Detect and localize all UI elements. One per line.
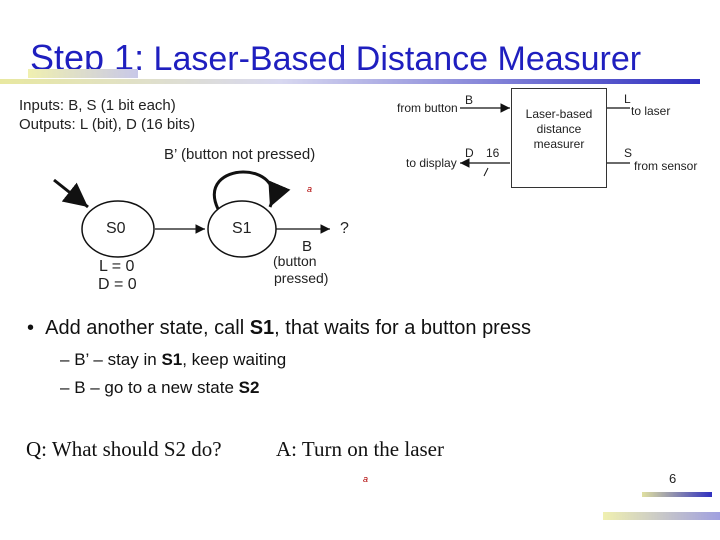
main-bullet-prefix: Add another state, call bbox=[45, 317, 250, 339]
transition-note-1: (button bbox=[273, 253, 317, 269]
to-laser-label: to laser bbox=[631, 104, 671, 118]
self-loop-label: B’ (button not pressed) bbox=[164, 146, 316, 163]
answer-text: A: Turn on the laser bbox=[276, 437, 444, 461]
question-text: Q: What should S2 do? bbox=[26, 437, 222, 461]
to-display-label: to display bbox=[406, 156, 457, 170]
page-number: 6 bbox=[669, 471, 677, 486]
state-s0-label: S0 bbox=[106, 220, 126, 237]
sub1-bold: S1 bbox=[161, 350, 183, 369]
state-s1-label: S1 bbox=[232, 220, 252, 237]
d-port-label: D bbox=[465, 146, 474, 160]
sub-dash-2: – bbox=[60, 378, 75, 397]
initial-arrow bbox=[53, 178, 89, 209]
title-accent-bar-left bbox=[28, 69, 138, 78]
laser-measurer-box: Laser-based distance measurer bbox=[511, 88, 607, 188]
marker-top: a bbox=[307, 184, 313, 194]
page-title: Step 1: Laser-Based Distance Measurer bbox=[30, 36, 641, 81]
s0-output-l: L = 0 bbox=[99, 258, 135, 275]
footer-accent-bar bbox=[642, 492, 712, 497]
main-bullet-bold: S1 bbox=[249, 317, 275, 339]
s-port-label: S bbox=[624, 146, 633, 160]
box-label: Laser-based distance measurer bbox=[525, 107, 593, 151]
main-bullet: • Add another state, call S1, that waits… bbox=[27, 317, 531, 340]
title-main: Laser-Based Distance Measurer bbox=[144, 40, 642, 78]
main-bullet-suffix: , that waits for a button press bbox=[274, 317, 531, 339]
from-button-label: from button bbox=[397, 101, 458, 115]
transition-note-2: pressed) bbox=[274, 270, 329, 286]
bullet-dot: • bbox=[27, 317, 46, 339]
sub2-prefix: B – go to a new state bbox=[74, 378, 239, 397]
unknown-state-label: ? bbox=[340, 220, 349, 237]
sub1-suffix: , keep waiting bbox=[182, 350, 287, 369]
s0-output-d: D = 0 bbox=[98, 276, 137, 293]
sub-bullet-2: – B – go to a new state S2 bbox=[60, 378, 259, 398]
state-s0-circle bbox=[81, 200, 155, 258]
bus-width-label: 16 bbox=[486, 146, 500, 160]
sub-dash-1: – bbox=[60, 350, 75, 369]
footer-bar bbox=[603, 512, 720, 520]
s1-self-loop bbox=[213, 170, 291, 210]
sub1-prefix: B’ – stay in bbox=[74, 350, 162, 369]
bus-slash bbox=[483, 167, 489, 177]
b-port-label: B bbox=[465, 93, 474, 107]
outputs-text: Outputs: L (bit), D (16 bits) bbox=[19, 116, 196, 133]
inputs-text: Inputs: B, S (1 bit each) bbox=[19, 97, 176, 114]
marker-bottom: a bbox=[363, 474, 369, 484]
sub2-bold: S2 bbox=[238, 378, 260, 397]
sub-bullet-1: – B’ – stay in S1, keep waiting bbox=[60, 350, 286, 370]
from-sensor-label: from sensor bbox=[634, 159, 698, 173]
title-underline-bar bbox=[0, 79, 700, 84]
transition-label-b: B bbox=[302, 238, 313, 255]
l-port-label: L bbox=[624, 92, 631, 106]
